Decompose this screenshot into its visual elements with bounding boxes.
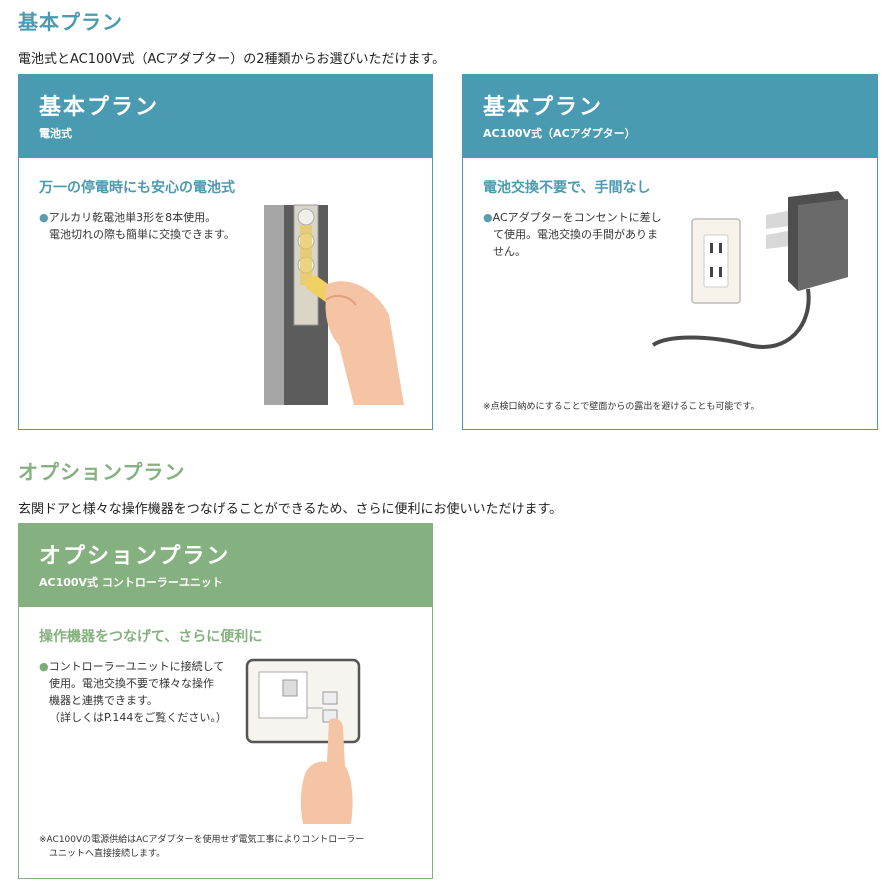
option-section-description: 玄関ドアと様々な操作機器をつなげることができるため、さらに便利にお使いいただけま…	[18, 502, 563, 517]
option-card-title: オプションプラン	[39, 544, 231, 569]
battery-card-body: ●アルカリ乾電池単3形を8本使用。 電池切れの際も簡単に交換できます。	[39, 211, 235, 241]
battery-card-header: 基本プラン 電池式	[19, 75, 432, 158]
option-card-note: ※AC100Vの電源供給はACアダプターを使用せず電気工事によりコントローラー …	[39, 835, 365, 859]
battery-card-title: 基本プラン	[39, 95, 160, 120]
option-card-subtitle: AC100V式 コントローラーユニット	[39, 576, 223, 589]
option-card-heading: 操作機器をつなげて、さらに便利に	[39, 629, 263, 645]
ac-plan-card: 基本プラン AC100V式（ACアダプター） 電池交換不要で、手間なし ●ACア…	[462, 74, 878, 430]
ac-card-heading: 電池交換不要で、手間なし	[483, 180, 651, 196]
bullet-icon: ●	[39, 660, 49, 673]
battery-insert-illustration	[264, 204, 404, 405]
ac-adapter-illustration	[651, 191, 848, 349]
option-card-body: ●コントローラーユニットに接続して 使用。電池交換不要で様々な操作 機器と連携で…	[39, 660, 227, 724]
ac-card-note: ※点検口納めにすることで壁面からの露出を避けることも可能です。	[483, 402, 760, 412]
basic-section-description: 電池式とAC100V式（ACアダプター）の2種類からお選びいただけます。	[18, 52, 446, 67]
battery-plan-card: 基本プラン 電池式 万一の停電時にも安心の電池式 ●アルカリ乾電池単3形を8本使…	[18, 74, 433, 430]
ac-card-body: ●ACアダプターをコンセントに差し て使用。電池交換の手間がありま せん。	[483, 211, 662, 258]
battery-card-heading: 万一の停電時にも安心の電池式	[39, 180, 235, 196]
ac-card-title: 基本プラン	[483, 95, 604, 120]
ac-card-subtitle: AC100V式（ACアダプター）	[483, 127, 636, 140]
basic-section-title: 基本プラン	[18, 10, 123, 34]
ac-card-header: 基本プラン AC100V式（ACアダプター）	[463, 75, 877, 158]
option-plan-card: オプションプラン AC100V式 コントローラーユニット 操作機器をつなげて、さ…	[18, 523, 433, 879]
bullet-icon: ●	[483, 211, 493, 224]
battery-card-subtitle: 電池式	[39, 127, 72, 140]
controller-touch-illustration	[245, 658, 361, 824]
bullet-icon: ●	[39, 211, 49, 224]
option-card-header: オプションプラン AC100V式 コントローラーユニット	[19, 524, 432, 607]
option-section-title: オプションプラン	[18, 460, 186, 484]
